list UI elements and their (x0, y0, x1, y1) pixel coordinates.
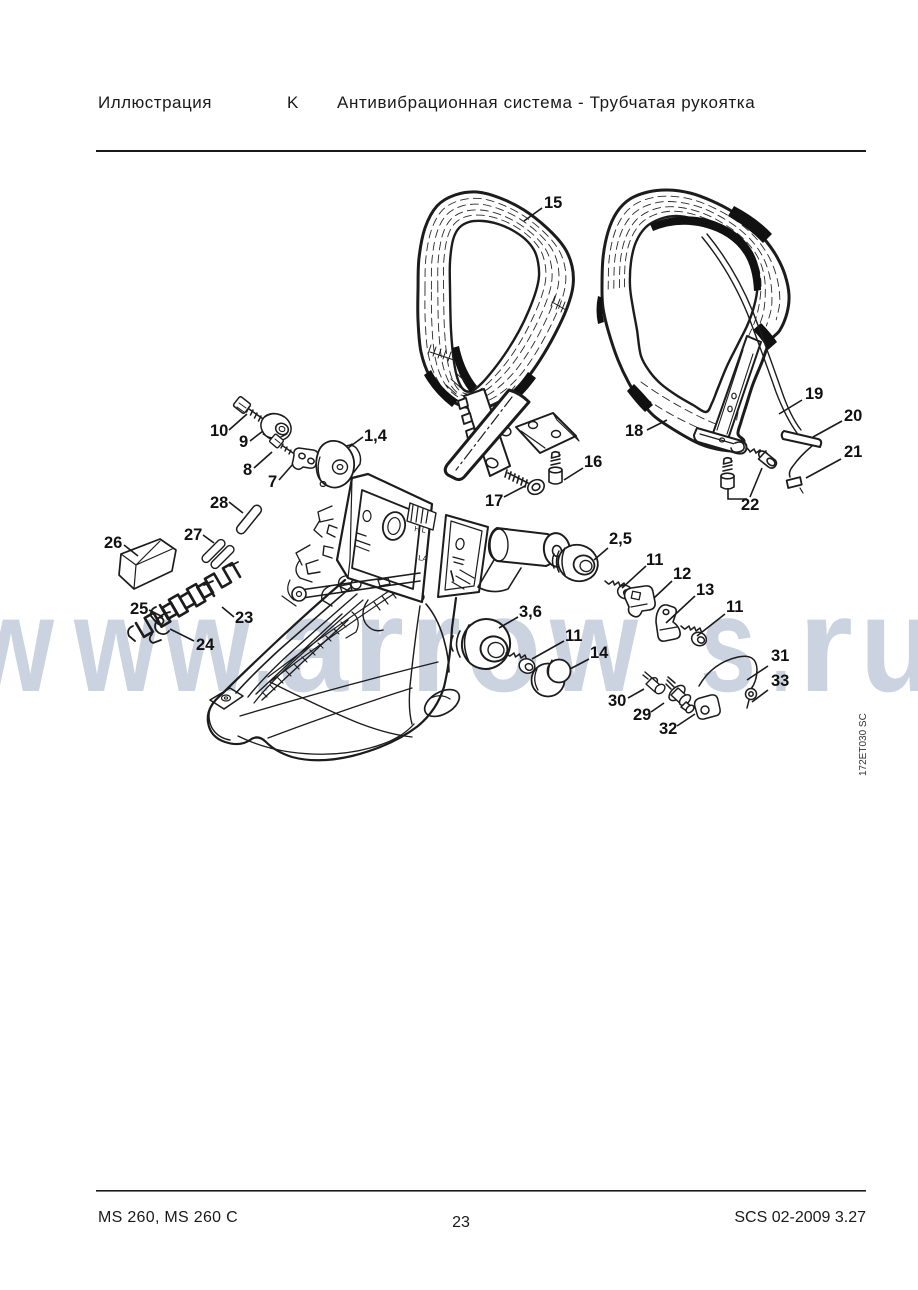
svg-text:MS 260, MS 260 C: MS 260, MS 260 C (98, 1209, 238, 1226)
svg-text:17: 17 (485, 492, 503, 510)
svg-text:Антивибрационная система - Тру: Антивибрационная система - Трубчатая рук… (337, 93, 755, 112)
svg-text:8: 8 (243, 461, 252, 479)
svg-text:31: 31 (771, 647, 789, 665)
svg-text:a: a (279, 569, 349, 720)
svg-text:H L: H L (414, 524, 427, 535)
svg-text:26: 26 (104, 534, 122, 552)
svg-text:.: . (254, 569, 272, 720)
svg-text:Иллюстрация: Иллюстрация (98, 93, 212, 112)
svg-text:13: 13 (696, 581, 714, 599)
svg-text:10: 10 (210, 422, 228, 440)
svg-text:w: w (73, 569, 159, 720)
svg-text:18: 18 (625, 422, 643, 440)
svg-text:u: u (860, 569, 918, 720)
svg-text:3,6: 3,6 (519, 603, 542, 621)
svg-text:7: 7 (268, 473, 277, 491)
svg-text:.: . (772, 569, 790, 720)
svg-text:2,5: 2,5 (609, 530, 632, 548)
svg-text:32: 32 (659, 720, 677, 738)
svg-text:12: 12 (673, 565, 691, 583)
svg-text:r: r (798, 569, 853, 720)
svg-text:11: 11 (565, 627, 582, 645)
svg-text:14: 14 (590, 644, 609, 662)
svg-text:22: 22 (741, 496, 759, 514)
svg-text:LA: LA (418, 553, 428, 563)
svg-text:25: 25 (130, 600, 148, 618)
svg-text:1,4: 1,4 (364, 427, 388, 445)
svg-text:11: 11 (646, 551, 663, 569)
svg-text:24: 24 (196, 636, 215, 654)
svg-text:9: 9 (239, 433, 248, 451)
svg-text:28: 28 (210, 494, 228, 512)
svg-text:w: w (0, 569, 55, 720)
svg-text:23: 23 (452, 1214, 470, 1231)
svg-text:23: 23 (235, 609, 253, 627)
svg-text:21: 21 (844, 443, 862, 461)
svg-text:33: 33 (771, 672, 789, 690)
svg-text:16: 16 (584, 453, 602, 471)
svg-text:11: 11 (726, 598, 743, 616)
svg-text:27: 27 (184, 526, 202, 544)
svg-text:SCS 02-2009 3.27: SCS 02-2009 3.27 (734, 1209, 866, 1226)
svg-text:30: 30 (608, 692, 626, 710)
svg-text:29: 29 (633, 706, 651, 724)
svg-text:K: K (287, 93, 299, 112)
svg-text:172ET030 SC: 172ET030 SC (858, 713, 869, 776)
svg-text:15: 15 (544, 194, 562, 212)
svg-text:19: 19 (805, 385, 823, 403)
svg-text:20: 20 (844, 407, 862, 425)
